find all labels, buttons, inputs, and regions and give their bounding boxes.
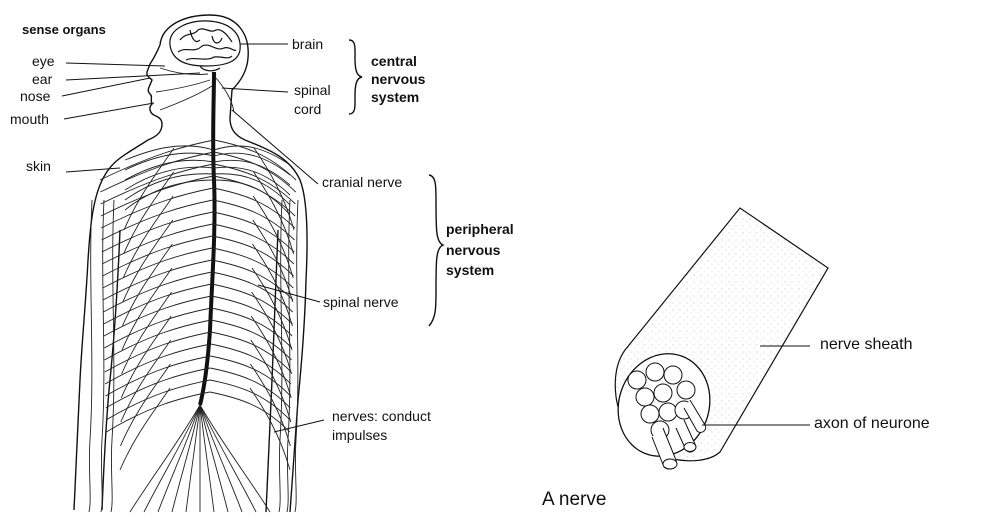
label-spinal-nerve: spinal nerve <box>323 294 399 310</box>
label-cord: cord <box>294 101 321 117</box>
label-sense-organs: sense organs <box>22 22 106 38</box>
label-ear: ear <box>32 71 52 87</box>
human-body-outline <box>74 15 307 512</box>
label-brain: brain <box>292 36 323 52</box>
label-eye: eye <box>32 53 55 69</box>
nerve-cross-section <box>604 208 828 469</box>
leader-lines <box>62 44 324 432</box>
label-skin: skin <box>26 158 51 174</box>
brace-cns <box>349 40 362 114</box>
label-pns-line1: peripheral <box>446 221 514 237</box>
label-mouth: mouth <box>10 111 49 127</box>
label-spinal: spinal <box>294 82 331 98</box>
brain-shape <box>170 21 240 71</box>
label-cns-line1: central <box>371 53 417 69</box>
caption-a-nerve: A nerve <box>542 489 606 511</box>
label-nerve-sheath: nerve sheath <box>820 337 913 353</box>
label-axon: axon of neurone <box>814 416 930 432</box>
label-pns-line3: system <box>446 262 494 278</box>
label-nose: nose <box>20 88 50 104</box>
label-pns-line2: nervous <box>446 242 500 258</box>
label-cns-line3: system <box>371 89 419 105</box>
brace-pns <box>429 175 443 326</box>
label-nerves-line1: nerves: conduct <box>332 408 431 424</box>
label-nerves-line2: impulses <box>332 427 387 443</box>
label-cns-line2: nervous <box>371 71 425 87</box>
nerve-branches <box>89 68 298 512</box>
label-cranial-nerve: cranial nerve <box>322 174 402 190</box>
